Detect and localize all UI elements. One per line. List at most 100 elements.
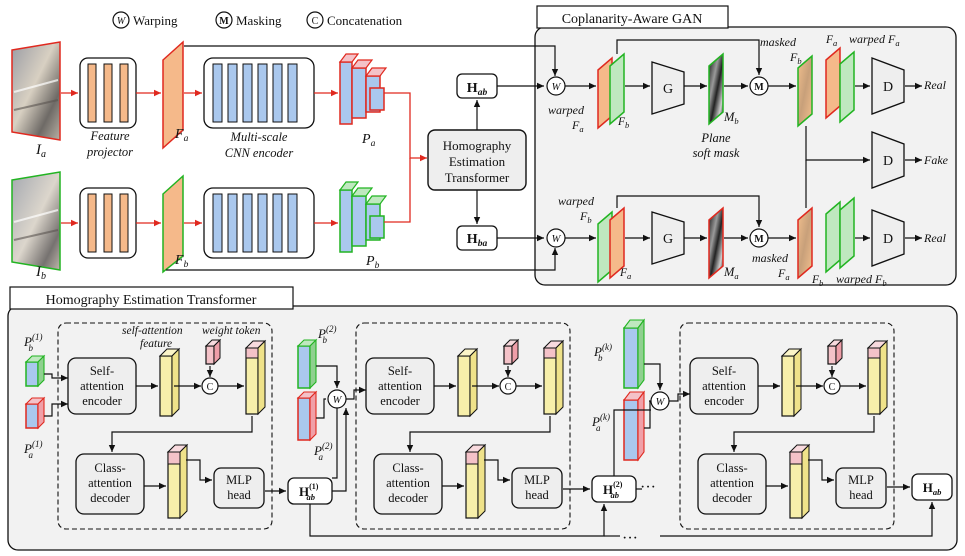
input-image-a [11, 41, 61, 141]
pa1-label: P(1)a [23, 439, 42, 460]
weight-token-icon [204, 338, 222, 366]
masking-symbol-letter: M [219, 16, 229, 27]
discriminator-bottom: D [871, 209, 905, 267]
input-b-label: Ib [35, 264, 46, 282]
mb-label: Mb [723, 110, 739, 126]
discriminator-top-label: D [883, 80, 893, 95]
plane-mask-line2: soft mask [693, 146, 740, 160]
gan-warped-fa-sym: Fa [571, 118, 584, 134]
pb1-label: P(1)b [23, 332, 42, 353]
h1-node: H(1)ab [287, 477, 333, 505]
encoder-label-line2: CNN encoder [225, 146, 294, 160]
masked-fb-map [797, 54, 813, 128]
mask-op-bottom: M [749, 228, 769, 248]
pb-label: Pb [365, 254, 380, 271]
plane-mask-line1: Plane [700, 131, 731, 145]
cnn-encoder-b [203, 187, 315, 259]
class-attention-decoder-line: Class- [392, 461, 423, 475]
feature-map-fb [162, 174, 184, 274]
masked-fa-map [797, 206, 813, 280]
h-ba-text: Hba [467, 232, 488, 249]
hab-out-text: Hab [923, 480, 942, 497]
pb2-label: P(2)b [317, 324, 336, 345]
input-image-b [11, 171, 61, 271]
het-connectors [44, 363, 936, 537]
multiscale-features-pb [338, 181, 388, 253]
stage2-pa2 [296, 390, 318, 442]
class-attention-decoder-line: Class- [94, 461, 125, 475]
soft-mask-ma [708, 206, 724, 280]
concat-op-letter: C [829, 382, 836, 393]
ma-label: Ma [723, 265, 739, 281]
het-stages: Self-attentionencoderCClass-attentiondec… [67, 325, 889, 520]
het-stage-1 [57, 322, 273, 530]
gan-connectors [565, 39, 922, 242]
class-attention-decoder-line: attention [386, 476, 430, 490]
gan-fb-map-top [609, 52, 625, 126]
mask-op-bottom-letter: M [754, 234, 764, 245]
generator-top: G [651, 61, 685, 115]
class-attention-decoder [75, 453, 145, 515]
warping-symbol-icon [112, 11, 130, 29]
het-block: Homography Estimation Transformer [427, 129, 527, 191]
gan-warped-fb-sym: Fb [579, 209, 592, 225]
het-stage-k [679, 322, 895, 530]
self-attention-encoder-line: attention [702, 379, 746, 393]
het-stage-content-2: Self-attentionencoderCClass-attentiondec… [365, 338, 565, 520]
ellipsis-mid: ··· [640, 479, 656, 496]
mlp-head-line: head [849, 488, 873, 502]
class-attention-decoder-line: decoder [90, 491, 130, 505]
gan-warped-fa-word: warped [548, 103, 585, 117]
het-block-line1: Homography [443, 138, 512, 153]
masked-fa-sym: Fa [777, 266, 790, 282]
masked-fa-word: masked [752, 251, 789, 265]
gan-warp-top: W [546, 76, 566, 96]
hab-out-node: Hab [911, 473, 953, 501]
class-attention-decoder-line: attention [88, 476, 132, 490]
mlp-head [511, 467, 563, 509]
het-stage-content-3: Self-attentionencoderCClass-attentiondec… [689, 338, 889, 520]
self-attention-encoder-line: encoder [704, 394, 744, 408]
self-attention-feature-label-line1: self-attention [122, 325, 183, 337]
discriminator-middle: D [871, 131, 905, 189]
stage2-warp: W [327, 389, 347, 409]
cnn-encoder-a [203, 57, 315, 129]
real-label-bottom: Real [923, 231, 947, 245]
stagek-pbk [622, 318, 646, 390]
h-ab-node: Hab [456, 73, 498, 99]
concat-symbol-icon [306, 11, 324, 29]
weight-token-icon [502, 338, 520, 366]
pa2-label: P(2)a [313, 441, 332, 462]
fake-label: Fake [923, 153, 949, 167]
stage1-pb1 [24, 354, 46, 388]
discriminator-top: D [871, 57, 905, 115]
legend-concatenation-label: Concatenation [327, 13, 403, 28]
pak-label: P(k)a [591, 412, 610, 433]
class-attention-decoder [697, 453, 767, 515]
self-attention-encoder-line: attention [378, 379, 422, 393]
concatenated-feature-icon [866, 339, 889, 416]
gan-fa-map-bottom [609, 206, 625, 280]
het-stage-content-1: Self-attentionencoderCClass-attentiondec… [67, 338, 267, 520]
feature-map-fa [162, 40, 184, 150]
real-fa-map-top [825, 46, 841, 120]
gan-title-box [536, 5, 729, 29]
masking-symbol-icon [215, 11, 233, 29]
class-attention-decoder [373, 453, 443, 515]
feature-projector-b [79, 187, 137, 259]
real-fb-bottom-label: Fb [811, 274, 823, 288]
self-attention-feature-label-line2: feature [140, 338, 172, 350]
decoder-output-feature-icon [788, 443, 811, 520]
het-stage-2 [355, 322, 571, 530]
gan-warped-fb-word: warped [558, 194, 595, 208]
pbk-label: P(k)b [593, 342, 612, 363]
feature-projector-label-line1: Feature [89, 129, 130, 143]
warping-symbol-letter: W [117, 16, 127, 27]
generator-bottom-label: G [663, 232, 673, 247]
masked-fb-word: masked [760, 35, 797, 49]
weight-token-icon [826, 338, 844, 366]
weight-token-label: weight token [202, 325, 261, 337]
mlp-head-line: MLP [524, 473, 550, 487]
stage2-pb2 [296, 338, 318, 390]
stagek-warp: W [650, 391, 670, 411]
